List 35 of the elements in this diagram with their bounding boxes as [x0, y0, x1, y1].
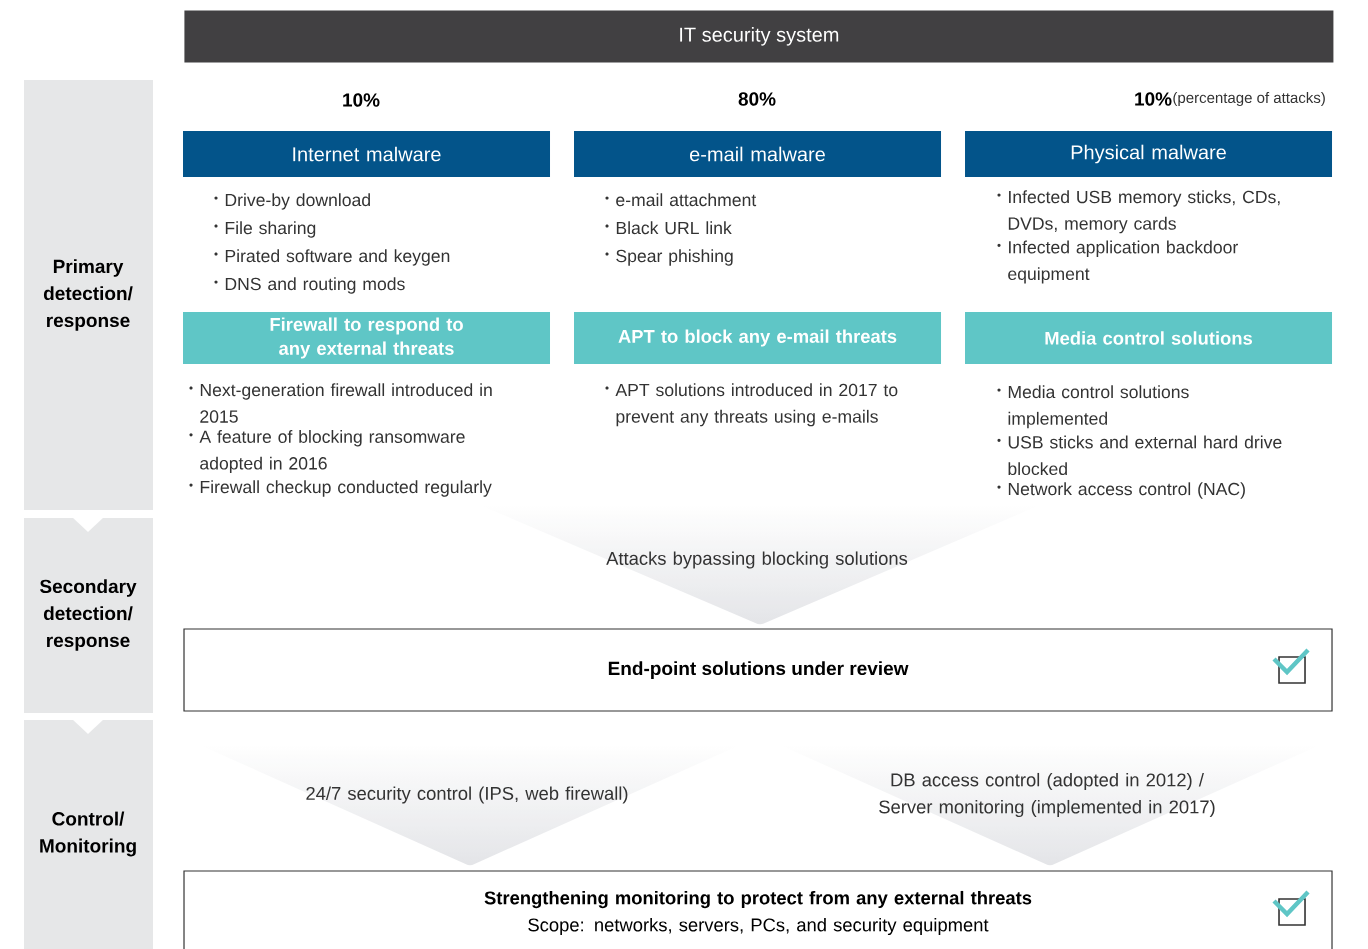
bullet-item: Infected application backdoor equipment: [997, 240, 1238, 284]
solution-header: Firewall to respond to any external threats: [183, 312, 550, 364]
bullet-item: Media control solutions implemented: [997, 385, 1189, 429]
bullet-item: e-mail attachment: [605, 193, 757, 207]
chevron-arrow: 24/7 security control (IPS, web firewall): [306, 786, 628, 804]
solution-header: Media control solutions: [965, 312, 1332, 364]
bullet-item: Spear phishing: [605, 249, 733, 266]
bullet-item: APT solutions introduced in 2017 to prevent any threats using e-mails: [605, 383, 898, 427]
bullet-item: Network access control (NAC): [997, 482, 1245, 499]
stage-band: Primary detection/ response: [24, 80, 153, 510]
bullet-item: Drive-by download: [214, 193, 370, 210]
percentage-label: 10%: [343, 93, 380, 107]
title-bar: IT security system: [184, 10, 1334, 63]
bullet-item: Black URL link: [605, 221, 732, 235]
percentage-label: 10%: [1135, 92, 1172, 106]
solution-header: APT to block any e-mail threats: [574, 312, 941, 364]
category-header: e-mail malware: [574, 131, 941, 177]
stage-band: Control/ Monitoring: [24, 719, 153, 949]
bullet-item: Pirated software and keygen: [214, 249, 450, 266]
stage-band: Secondary detection/ response: [24, 517, 153, 713]
bullet-item: Next-generation firewall introduced in 2015: [189, 383, 492, 423]
chevron-arrow: DB access control (adopted in 2012) / Server monitoring (implemented in 2017): [879, 772, 1215, 818]
bullet-item: Infected USB memory sticks, CDs, DVDs, memory cards: [997, 190, 1280, 234]
bullet-item: USB sticks and external hard drive blocked: [997, 435, 1282, 476]
category-header: Internet malware: [183, 131, 550, 177]
result-box: Strengthening monitoring to protect from any external threats Scope: networks, servers, PCs, and security equipment: [183, 870, 1333, 949]
bullet-item: A feature of blocking ransomware adopted in 2016: [189, 430, 465, 474]
category-header: Physical malware: [965, 131, 1332, 177]
bullet-item: DNS and routing mods: [214, 277, 405, 294]
note-text: (percentage of attacks): [1173, 92, 1325, 106]
result-box: End-point solutions under review: [183, 628, 1333, 712]
chevron-arrow: Attacks bypassing blocking solutions: [606, 551, 908, 569]
percentage-label: 80%: [738, 92, 776, 106]
bullet-item: Firewall checkup conducted regularly: [189, 480, 492, 497]
bullet-item: File sharing: [214, 221, 316, 238]
